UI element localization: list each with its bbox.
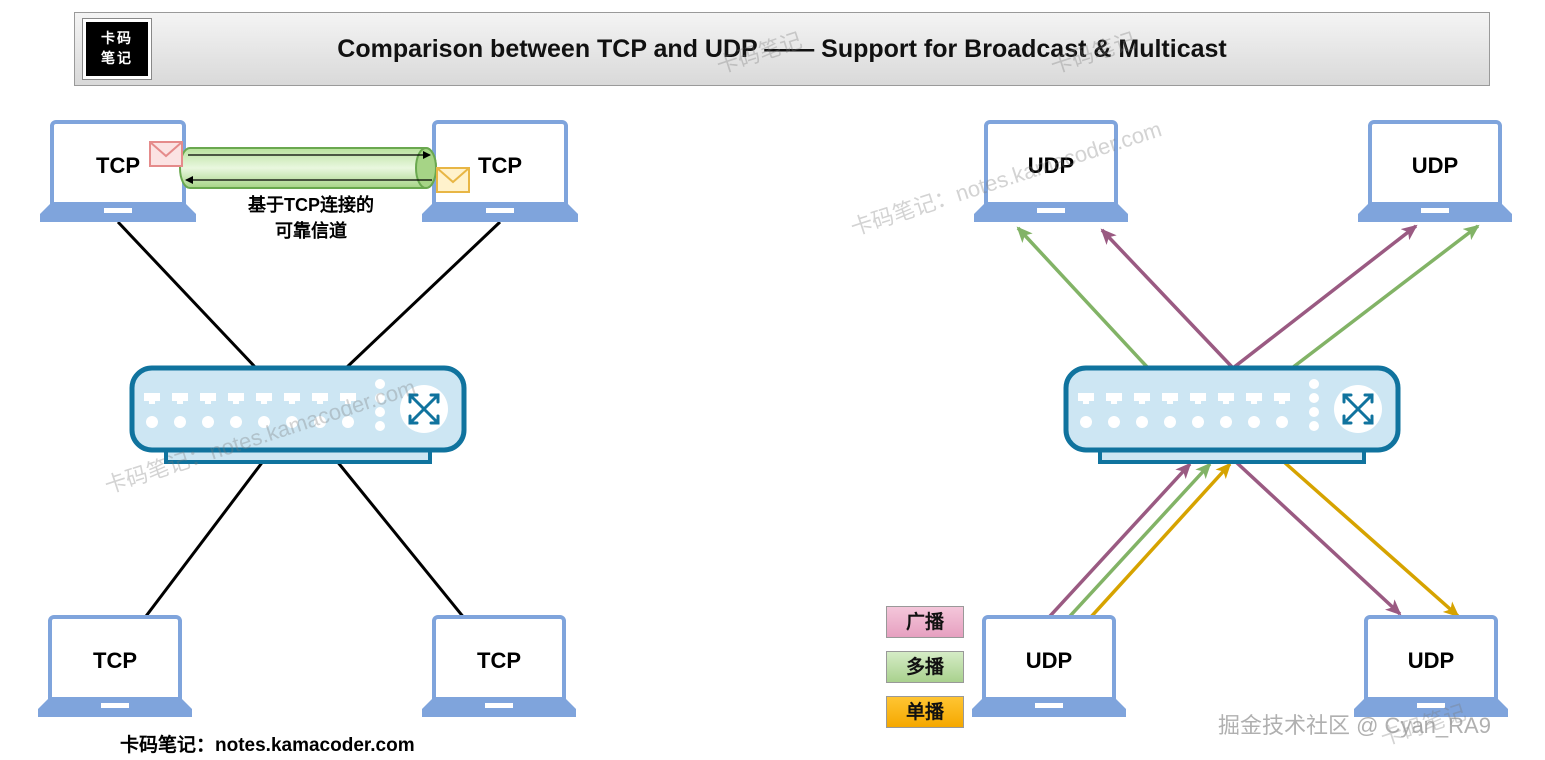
udp-arrows [1016, 224, 1480, 642]
laptop-udp-top-left [974, 120, 1128, 222]
broadcast-arrow-down-right [1234, 460, 1402, 616]
channel-caption-line-1: 基于TCP连接的 [248, 195, 374, 215]
tcp-link-bottom-left [126, 459, 266, 641]
brand-logo: 卡码 笔记 [83, 19, 151, 79]
network-switch-udp [1063, 365, 1401, 464]
channel-caption-line-2: 可靠信道 [275, 221, 347, 241]
envelope-icon [149, 141, 183, 167]
credit-watermark: 掘金技术社区 @ Cyan_RA9 [1218, 713, 1491, 738]
legend-unicast: 单播 [886, 696, 964, 728]
laptop-label-tcp-top-left: TCP [96, 153, 140, 178]
tcp-link-bottom-right [334, 459, 484, 641]
legend-broadcast: 广播 [886, 606, 964, 638]
tcp-link-top-left [116, 220, 258, 370]
tcp-link-top-right [344, 220, 502, 370]
switch-cross-arrows-icon [408, 393, 440, 425]
reliable-channel-caption: 基于TCP连接的 可靠信道 [226, 192, 396, 244]
footer-source-note: 卡码笔记：notes.kamacoder.com [120, 735, 415, 756]
laptop-label-udp-top-right: UDP [1411, 153, 1459, 178]
unicast-arrow-down-right [1282, 460, 1460, 618]
laptop-label-tcp-bottom-left: TCP [93, 648, 137, 673]
title-bar: 卡码 笔记 Comparison between TCP and UDP —— … [74, 12, 1490, 86]
laptop-label-udp-bottom-left: UDP [1025, 648, 1073, 673]
laptop-tcp-bottom-right [422, 615, 576, 717]
laptop-udp-top-right [1358, 120, 1512, 222]
laptop-label-udp-top-left: UDP [1027, 153, 1075, 178]
multicast-arrow-in [1046, 462, 1212, 642]
logo-line-2: 笔记 [101, 51, 133, 67]
broadcast-arrow-up-left [1100, 228, 1235, 370]
reliable-channel-pipe [179, 147, 437, 189]
multicast-arrow-up-left [1016, 226, 1150, 370]
tcp-links [116, 220, 502, 641]
broadcast-arrow-up-right [1231, 224, 1418, 370]
laptop-tcp-bottom-left [38, 615, 192, 717]
laptop-udp-bottom-left [972, 615, 1126, 717]
unicast-arrow-in [1068, 462, 1232, 642]
laptop-label-tcp-top-right: TCP [478, 153, 522, 178]
legend-multicast: 多播 [886, 651, 964, 683]
multicast-arrow-up-right [1290, 224, 1480, 370]
laptop-label-udp-bottom-right: UDP [1407, 648, 1455, 673]
network-switch-tcp [129, 365, 467, 464]
page-title: Comparison between TCP and UDP —— Suppor… [337, 35, 1227, 63]
logo-line-1: 卡码 [101, 31, 133, 47]
envelope-icon [436, 167, 470, 193]
laptop-udp-bottom-right [1354, 615, 1508, 717]
broadcast-arrow-in [1026, 462, 1192, 642]
switch-cross-arrows-icon [1342, 393, 1374, 425]
laptop-label-tcp-bottom-right: TCP [477, 648, 521, 673]
